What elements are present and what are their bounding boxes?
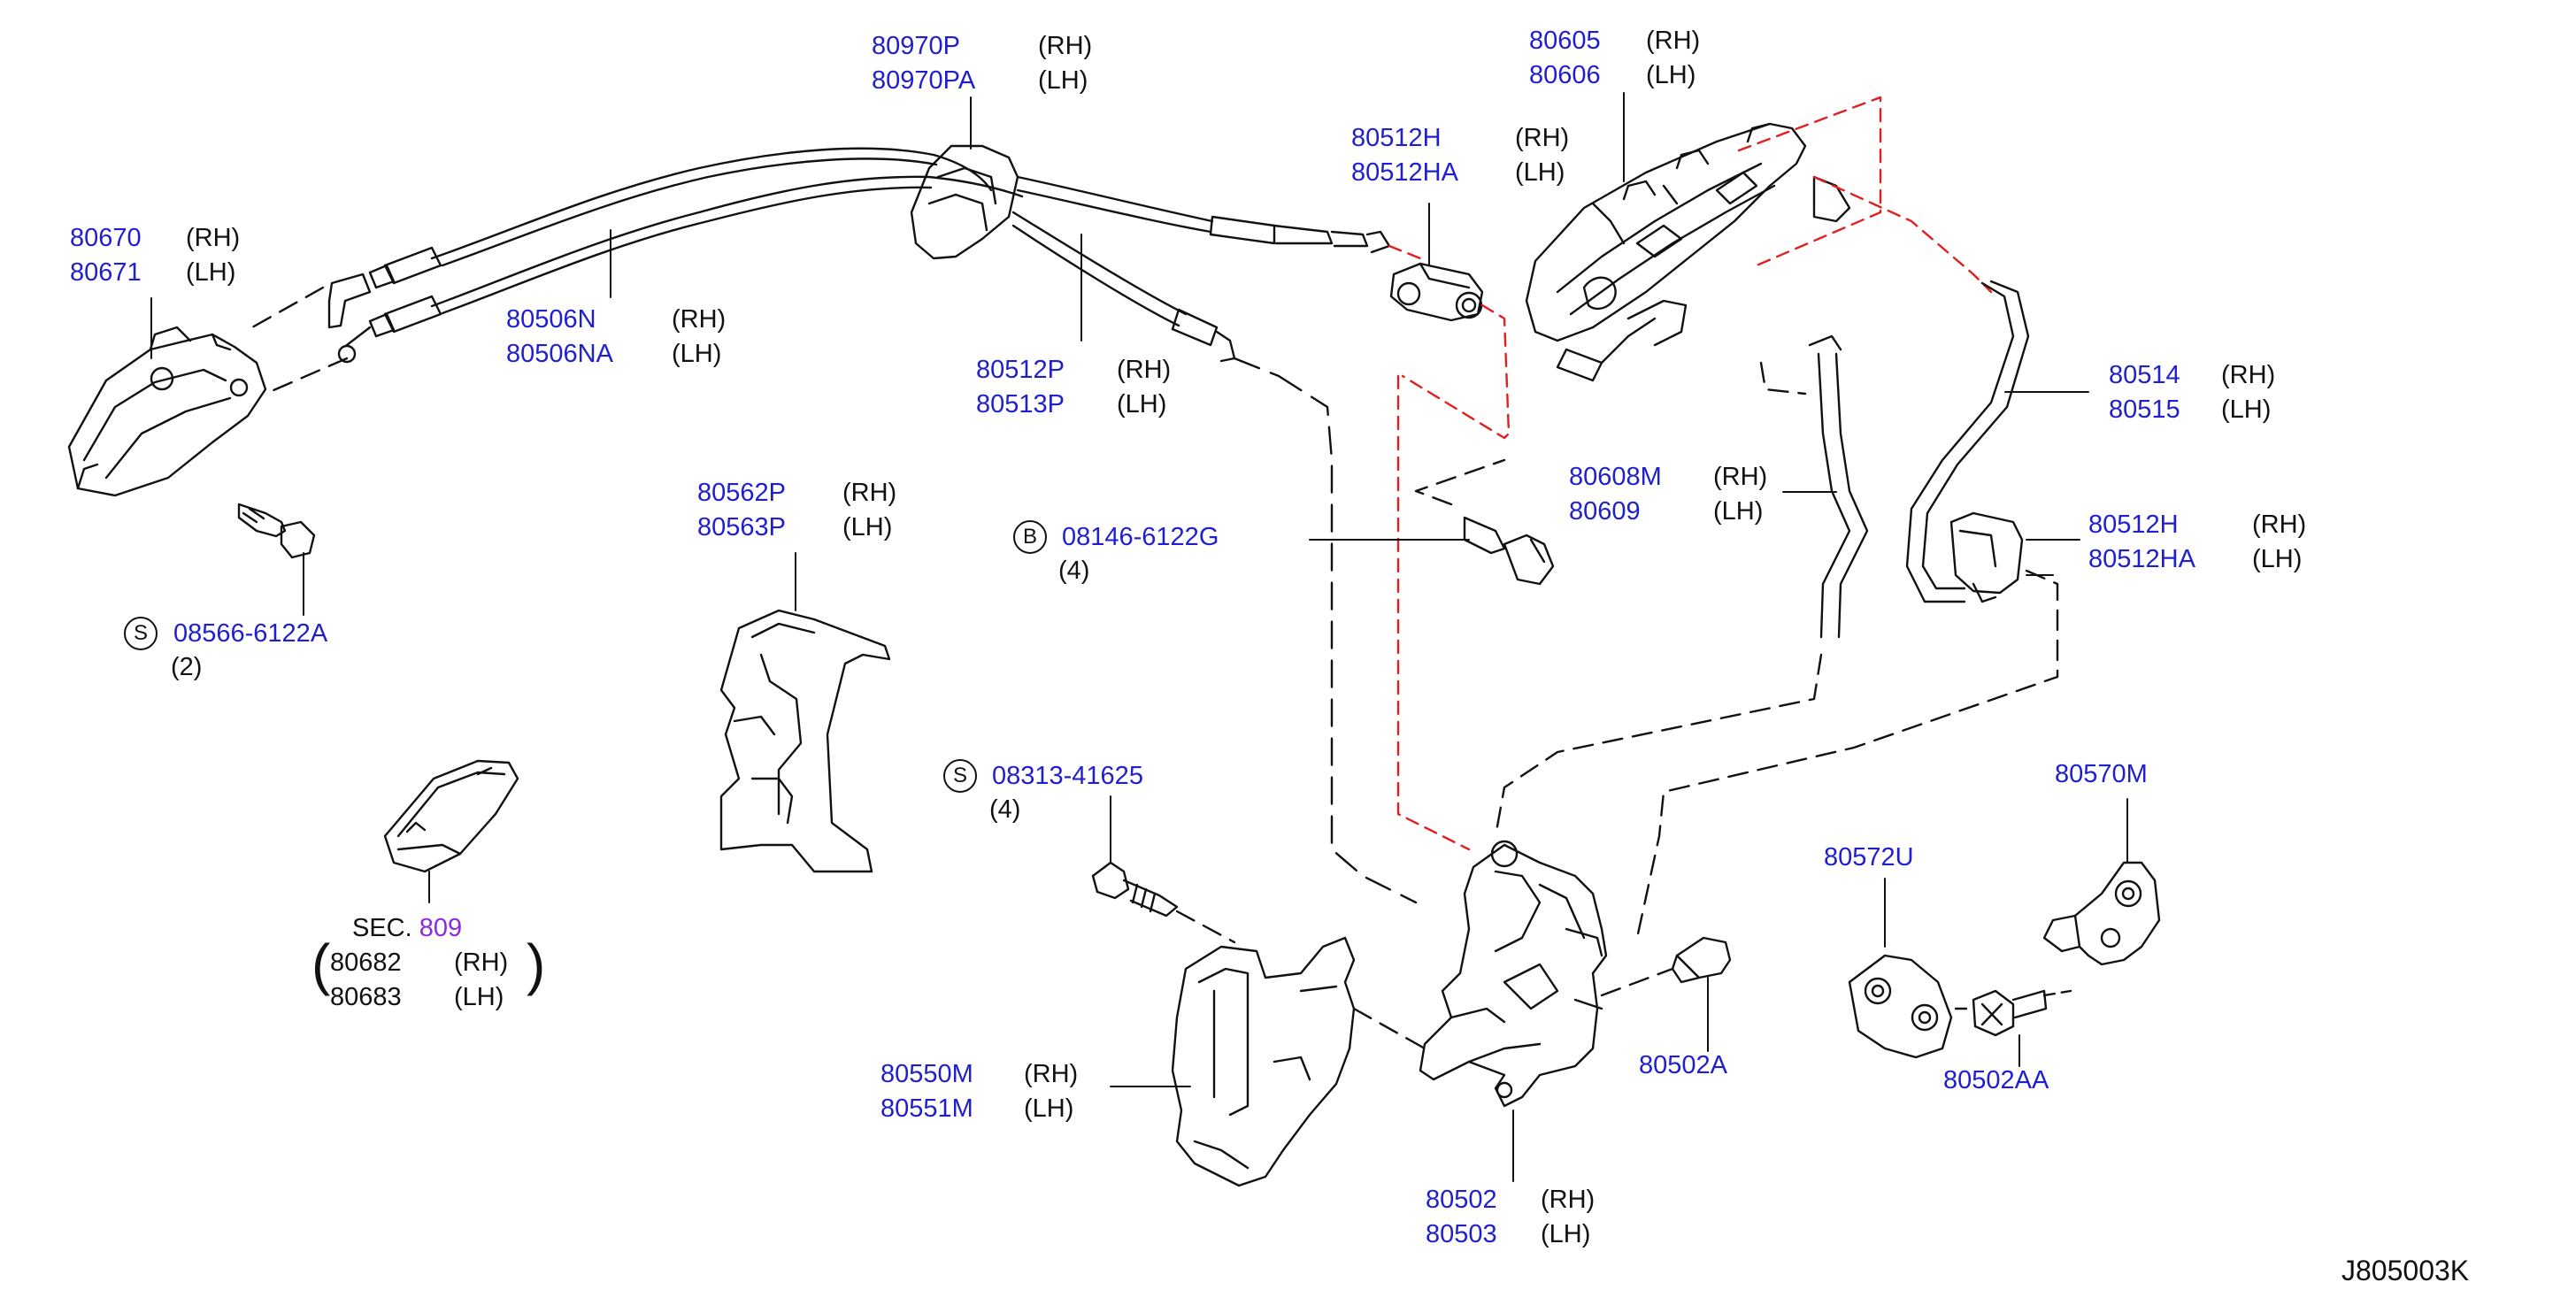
label-80512H-top: 80512H(RH) — [1351, 124, 1570, 152]
label-80502AA: 80502AA — [1943, 1066, 2049, 1094]
label-80506NA: 80506NA(LH) — [506, 340, 722, 368]
bolt-symbol-b: B — [1013, 520, 1047, 554]
escutcheon-drawing — [383, 759, 519, 873]
bolt-b-drawing — [1414, 458, 1555, 586]
key-rod-drawing — [1905, 280, 2030, 603]
cable-clip-top-drawing — [1389, 262, 1511, 440]
label-80608M: 80608M(RH) — [1569, 463, 1768, 491]
label-80512H-right: 80512H(RH) — [2088, 511, 2307, 539]
label-80609: 80609(LH) — [1569, 497, 1764, 526]
label-80606: 80606(LH) — [1529, 61, 1696, 89]
label-80605: 80605(RH) — [1529, 27, 1701, 55]
section-reference: SEC. 809 — [352, 914, 463, 942]
label-80502: 80502(RH) — [1426, 1186, 1596, 1214]
label-80563P: 80563P(LH) — [697, 513, 893, 541]
inside-handle-drawing — [1525, 122, 1851, 382]
outside-handle-drawing — [67, 326, 267, 497]
cable-junction-drawing — [910, 144, 1422, 904]
label-80514: 80514(RH) — [2109, 361, 2276, 389]
rod-guide-red-dash — [1812, 175, 1993, 294]
label-80970PA: 80970PA(LH) — [872, 66, 1088, 95]
label-80512HA-top: 80512HA(LH) — [1351, 158, 1565, 187]
label-80513P: 80513P(LH) — [976, 390, 1167, 418]
striker-shim-drawing — [1848, 954, 1953, 1059]
section-bracket-right: ) — [527, 933, 546, 996]
label-80512HA-right: 80512HA(LH) — [2088, 545, 2303, 573]
label-80562P: 80562P(RH) — [697, 479, 897, 507]
label-80512P: 80512P(RH) — [976, 356, 1172, 384]
section-item-80683: 80683(LH) — [330, 983, 504, 1011]
qty-08146-6122G: (4) — [1058, 557, 1090, 585]
red-dashed-link — [1396, 374, 1471, 851]
label-08566-6122A: 08566-6122A — [173, 619, 328, 648]
section-number: 809 — [419, 914, 463, 942]
door-lock-drawing — [1419, 840, 1608, 1108]
label-80572U: 80572U — [1824, 843, 1914, 871]
qty-08566-6122A: (2) — [171, 653, 203, 681]
label-08313-41625: 08313-41625 — [992, 762, 1143, 790]
label-80506N: 80506N(RH) — [506, 305, 727, 334]
label-80551M: 80551M(LH) — [880, 1094, 1074, 1123]
label-80970P: 80970P(RH) — [872, 32, 1093, 60]
striker-bolt-drawing — [1600, 936, 1732, 997]
screw-left-drawing — [237, 503, 316, 559]
lock-actuator-drawing — [1171, 936, 1426, 1187]
bracket-drawing — [719, 609, 891, 873]
label-08146-6122G: 08146-6122G — [1062, 523, 1219, 551]
label-80671: 80671(LH) — [70, 258, 236, 287]
section-item-80682: 80682(RH) — [330, 948, 509, 977]
label-80570M: 80570M — [2055, 760, 2148, 788]
section-bracket-left: ( — [311, 933, 331, 996]
label-80550M: 80550M(RH) — [880, 1060, 1079, 1088]
label-80503: 80503(LH) — [1426, 1220, 1591, 1248]
screw-middle-drawing — [1091, 861, 1236, 944]
inside-handle-red-frame — [1737, 96, 1882, 267]
label-80502A: 80502A — [1639, 1051, 1727, 1079]
screw-symbol-s-middle: S — [943, 759, 977, 793]
lock-rod-drawing — [1494, 334, 1869, 838]
outside-handle-cables-drawing — [250, 147, 1024, 395]
label-80670: 80670(RH) — [70, 224, 241, 252]
label-80515: 80515(LH) — [2109, 395, 2272, 424]
diagram-code: J805003K — [2341, 1255, 2470, 1286]
rod-clip-right-drawing — [1635, 511, 2059, 940]
qty-08313-41625: (4) — [989, 795, 1021, 824]
striker-screw-drawing — [1954, 989, 2072, 1037]
striker-drawing — [2042, 861, 2161, 966]
leader-lines — [150, 92, 2128, 1182]
screw-symbol-s-left: S — [124, 617, 158, 650]
